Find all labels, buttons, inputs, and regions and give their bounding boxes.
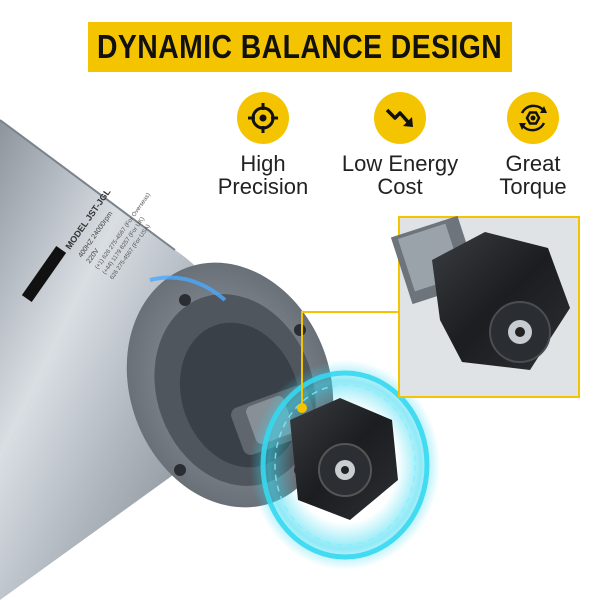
callout-dot (297, 403, 307, 413)
collet-nut (290, 398, 398, 520)
banner-title: DYNAMIC BALANCE DESIGN (97, 28, 503, 65)
feature-low-energy-cost: Low Energy Cost (320, 92, 480, 198)
feature-high-precision: High Precision (183, 92, 343, 198)
callout-line (301, 311, 400, 408)
feature-label-line2: Precision (217, 174, 309, 199)
inset-zoom-box (390, 215, 580, 398)
title-banner: DYNAMIC BALANCE DESIGN (88, 22, 512, 72)
crosshair-icon (237, 92, 289, 144)
feature-label-line2: Torque (499, 174, 567, 199)
feature-great-torque: Great Torque (453, 92, 600, 198)
rotating-nut-icon (507, 92, 559, 144)
feature-label-line1: Low Energy (341, 151, 459, 176)
feature-label-line1: High (240, 151, 286, 176)
energy-down-arrow-icon (374, 92, 426, 144)
feature-label-line2: Cost (377, 174, 423, 199)
balance-ring (260, 370, 430, 560)
feature-label-line1: Great (505, 151, 561, 176)
